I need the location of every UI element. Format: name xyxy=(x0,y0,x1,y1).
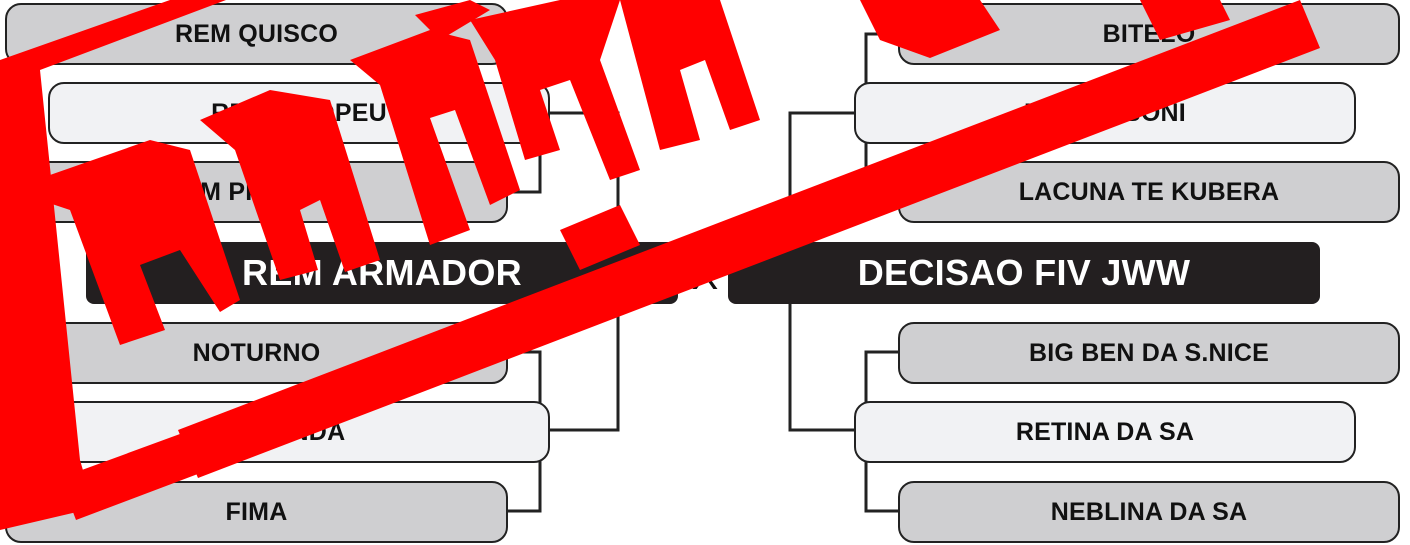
bracket-entry: FIV PERBONI xyxy=(854,82,1356,144)
entry-label: NOTURNO xyxy=(193,339,321,368)
bracket-entry: BITELO xyxy=(898,3,1400,65)
entry-label: FIMA xyxy=(226,498,288,527)
entry-label: BIG BEN DA S.NICE xyxy=(1029,339,1269,368)
bracket-entry: NEBLINA DA SA xyxy=(898,481,1400,543)
versus-label: X xyxy=(680,248,730,304)
entry-label: REM VIXOPEU xyxy=(211,99,387,128)
entry-label: BITELO xyxy=(1103,20,1196,49)
bracket-entry: BIG BEN DA S.NICE xyxy=(898,322,1400,384)
bracket-entry: RONDA xyxy=(48,401,550,463)
entry-label: RONDA xyxy=(253,418,346,447)
connector-right-bottom-to-final xyxy=(790,282,854,430)
bracket-entry: REM PIROLINE xyxy=(5,161,508,223)
bracket-entry: RETINA DA SA xyxy=(854,401,1356,463)
right-finalist: DECISAO FIV JWW xyxy=(728,242,1320,304)
bracket-entry: NOTURNO xyxy=(5,322,508,384)
bracket-entry: FIMA xyxy=(5,481,508,543)
bracket-entry: REM QUISCO xyxy=(5,3,508,65)
bracket-entry: REM VIXOPEU xyxy=(48,82,550,144)
connector-left-bottom-to-final xyxy=(550,282,618,430)
entry-label: LACUNA TE KUBERA xyxy=(1019,178,1280,207)
entry-label: REM PIROLINE xyxy=(165,178,348,207)
finalist-label: DECISAO FIV JWW xyxy=(858,252,1191,294)
entry-label: RETINA DA SA xyxy=(1016,418,1194,447)
entry-label: REM QUISCO xyxy=(175,20,338,49)
finalist-label: REM ARMADOR xyxy=(242,252,522,294)
entry-label: NEBLINA DA SA xyxy=(1051,498,1248,527)
left-finalist: REM ARMADOR xyxy=(86,242,678,304)
entry-label: FIV PERBONI xyxy=(1024,99,1186,128)
bracket-entry: LACUNA TE KUBERA xyxy=(898,161,1400,223)
